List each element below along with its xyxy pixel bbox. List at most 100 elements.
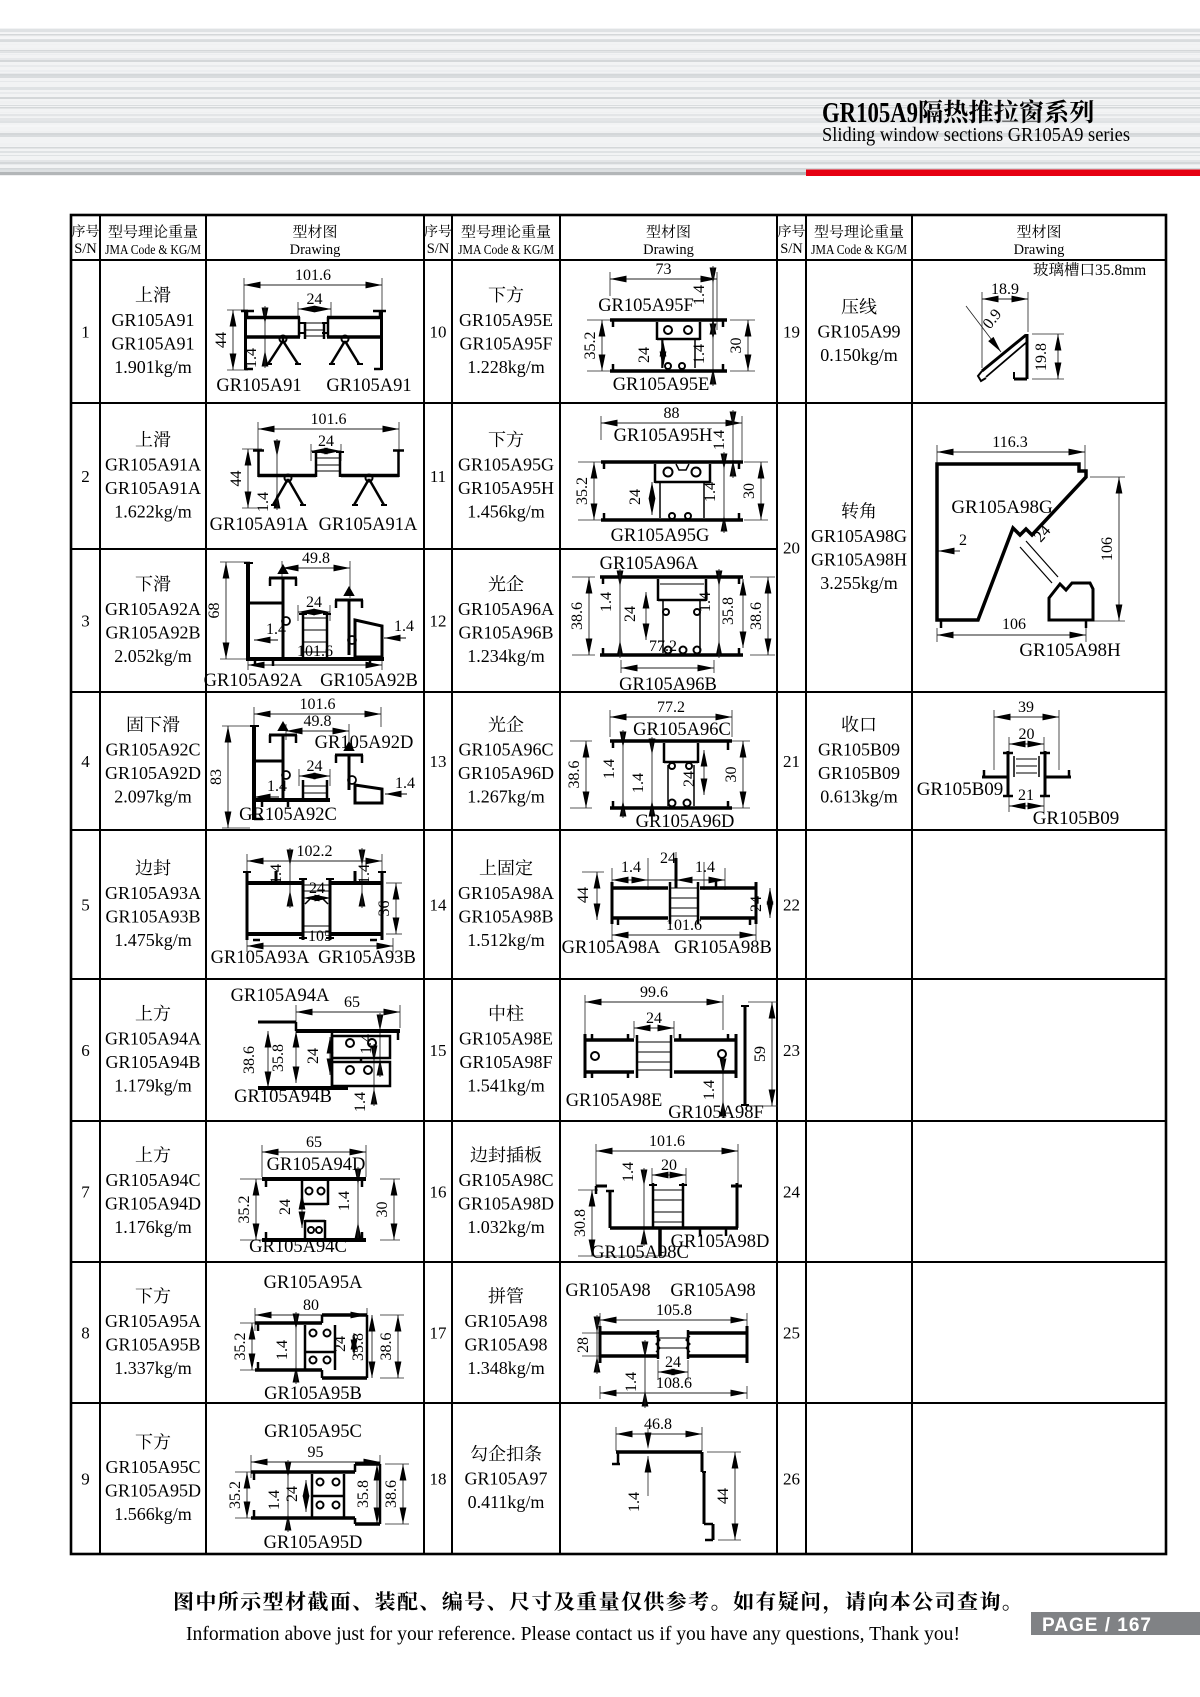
svg-text:1.4: 1.4: [621, 859, 641, 876]
svg-text:99.6: 99.6: [640, 984, 668, 1001]
svg-text:44: 44: [575, 887, 592, 903]
svg-text:10: 10: [430, 323, 447, 342]
svg-text:0.613kg/m: 0.613kg/m: [820, 786, 898, 806]
svg-text:35.8mm: 35.8mm: [1095, 262, 1146, 279]
svg-text:GR105A96C: GR105A96C: [458, 739, 553, 759]
svg-text:GR105A91A: GR105A91A: [210, 515, 309, 535]
svg-text:1.4: 1.4: [266, 621, 286, 638]
svg-text:GR105A94C: GR105A94C: [105, 1170, 200, 1190]
svg-text:GR105A98H: GR105A98H: [811, 549, 907, 569]
svg-text:GR105A98H: GR105A98H: [1019, 640, 1121, 661]
svg-text:11: 11: [430, 467, 446, 486]
svg-text:GR105A95D: GR105A95D: [264, 1533, 363, 1553]
svg-text:35.8: 35.8: [720, 597, 737, 625]
svg-text:1.4: 1.4: [356, 864, 373, 884]
svg-text:1.267kg/m: 1.267kg/m: [467, 786, 545, 806]
svg-text:24: 24: [309, 880, 325, 897]
svg-text:GR105A98D: GR105A98D: [458, 1193, 554, 1213]
svg-text:JMA Code & KG/M: JMA Code & KG/M: [458, 243, 554, 258]
svg-text:GR105A92B: GR105A92B: [105, 622, 200, 642]
svg-text:1: 1: [81, 323, 90, 342]
svg-text:24: 24: [783, 1183, 801, 1202]
svg-text:24: 24: [646, 1010, 662, 1027]
svg-text:GR105A98B: GR105A98B: [674, 938, 772, 958]
svg-text:GR105A95H: GR105A95H: [458, 478, 554, 498]
svg-text:GR105A95H: GR105A95H: [614, 426, 713, 446]
svg-text:106: 106: [1002, 616, 1026, 633]
svg-text:23: 23: [783, 1041, 800, 1060]
svg-text:16: 16: [430, 1183, 447, 1202]
svg-text:101.6: 101.6: [649, 1133, 685, 1150]
svg-text:44: 44: [715, 1488, 732, 1504]
svg-text:GR105A98B: GR105A98B: [458, 906, 553, 926]
svg-text:1.4: 1.4: [630, 773, 647, 793]
svg-text:1.4: 1.4: [352, 1092, 369, 1112]
svg-text:116.3: 116.3: [992, 434, 1027, 451]
svg-text:GR105A96A: GR105A96A: [458, 599, 554, 619]
svg-text:1.4: 1.4: [711, 430, 728, 450]
svg-text:GR105A98: GR105A98: [464, 1311, 547, 1331]
svg-text:38.6: 38.6: [569, 602, 586, 630]
svg-text:101.6: 101.6: [295, 267, 331, 284]
svg-text:20: 20: [783, 539, 800, 558]
svg-text:1.4: 1.4: [255, 492, 272, 512]
svg-text:GR105B09: GR105B09: [818, 739, 900, 759]
svg-text:80: 80: [303, 1297, 319, 1314]
svg-text:1.4: 1.4: [697, 592, 714, 612]
svg-text:1.566kg/m: 1.566kg/m: [114, 1504, 192, 1524]
svg-text:2.052kg/m: 2.052kg/m: [114, 646, 192, 666]
svg-text:1.179kg/m: 1.179kg/m: [114, 1075, 192, 1095]
svg-text:GR105A96B: GR105A96B: [619, 675, 717, 695]
svg-text:20: 20: [1019, 726, 1035, 743]
svg-text:Information above just for you: Information above just for your referenc…: [186, 1623, 960, 1645]
svg-text:GR105A95B: GR105A95B: [105, 1334, 200, 1354]
svg-text:GR105A91: GR105A91: [216, 376, 301, 396]
svg-text:28: 28: [575, 1337, 592, 1353]
svg-text:GR105B09: GR105B09: [818, 763, 900, 783]
svg-text:1.541kg/m: 1.541kg/m: [467, 1075, 545, 1095]
svg-text:73: 73: [656, 261, 672, 278]
svg-text:24: 24: [681, 771, 698, 787]
svg-text:18.9: 18.9: [991, 281, 1019, 298]
svg-text:38.6: 38.6: [566, 761, 583, 789]
svg-text:21: 21: [1018, 787, 1034, 804]
svg-text:38.6: 38.6: [378, 1333, 395, 1361]
svg-text:GR105B09: GR105B09: [1033, 808, 1120, 829]
svg-text:30: 30: [723, 767, 740, 783]
svg-text:GR105A99: GR105A99: [817, 322, 900, 342]
svg-text:GR105A98F: GR105A98F: [668, 1103, 764, 1123]
svg-text:24: 24: [318, 433, 334, 450]
svg-text:105.8: 105.8: [656, 1302, 692, 1319]
svg-text:39: 39: [1018, 699, 1034, 716]
svg-text:1.337kg/m: 1.337kg/m: [114, 1358, 192, 1378]
svg-text:GR105A95F: GR105A95F: [459, 333, 552, 353]
svg-text:Sliding window sections GR105A: Sliding window sections GR105A9 series: [822, 125, 1130, 146]
svg-text:Drawing: Drawing: [290, 242, 341, 258]
svg-text:GR105A92D: GR105A92D: [105, 763, 201, 783]
svg-text:GR105A98: GR105A98: [565, 1281, 650, 1301]
svg-text:1.622kg/m: 1.622kg/m: [114, 501, 192, 521]
svg-text:GR105A98D: GR105A98D: [671, 1232, 770, 1252]
svg-text:GR105A98G: GR105A98G: [951, 497, 1053, 518]
svg-text:GR105A98C: GR105A98C: [458, 1170, 553, 1190]
svg-text:1.176kg/m: 1.176kg/m: [114, 1217, 192, 1237]
svg-text:GR105A95A: GR105A95A: [264, 1273, 363, 1293]
svg-text:35.2: 35.2: [582, 332, 599, 360]
svg-text:35.8: 35.8: [355, 1480, 372, 1508]
svg-text:1.4: 1.4: [691, 285, 708, 305]
svg-text:S/N: S/N: [427, 241, 450, 257]
svg-text:S/N: S/N: [74, 241, 97, 257]
svg-text:13: 13: [430, 752, 447, 771]
svg-text:GR105A98F: GR105A98F: [459, 1052, 552, 1072]
svg-text:GR105A91A: GR105A91A: [105, 478, 201, 498]
svg-text:24: 24: [665, 1354, 681, 1371]
svg-text:GR105A96D: GR105A96D: [636, 812, 735, 832]
svg-text:GR105A98C: GR105A98C: [591, 1243, 689, 1263]
svg-text:24: 24: [307, 758, 323, 775]
svg-text:5: 5: [81, 896, 90, 915]
svg-text:24: 24: [277, 1199, 294, 1215]
svg-text:46.8: 46.8: [644, 1416, 672, 1433]
svg-text:GR105A96B: GR105A96B: [458, 622, 553, 642]
svg-text:49.8: 49.8: [302, 550, 330, 567]
svg-text:GR105A94A: GR105A94A: [105, 1028, 201, 1048]
